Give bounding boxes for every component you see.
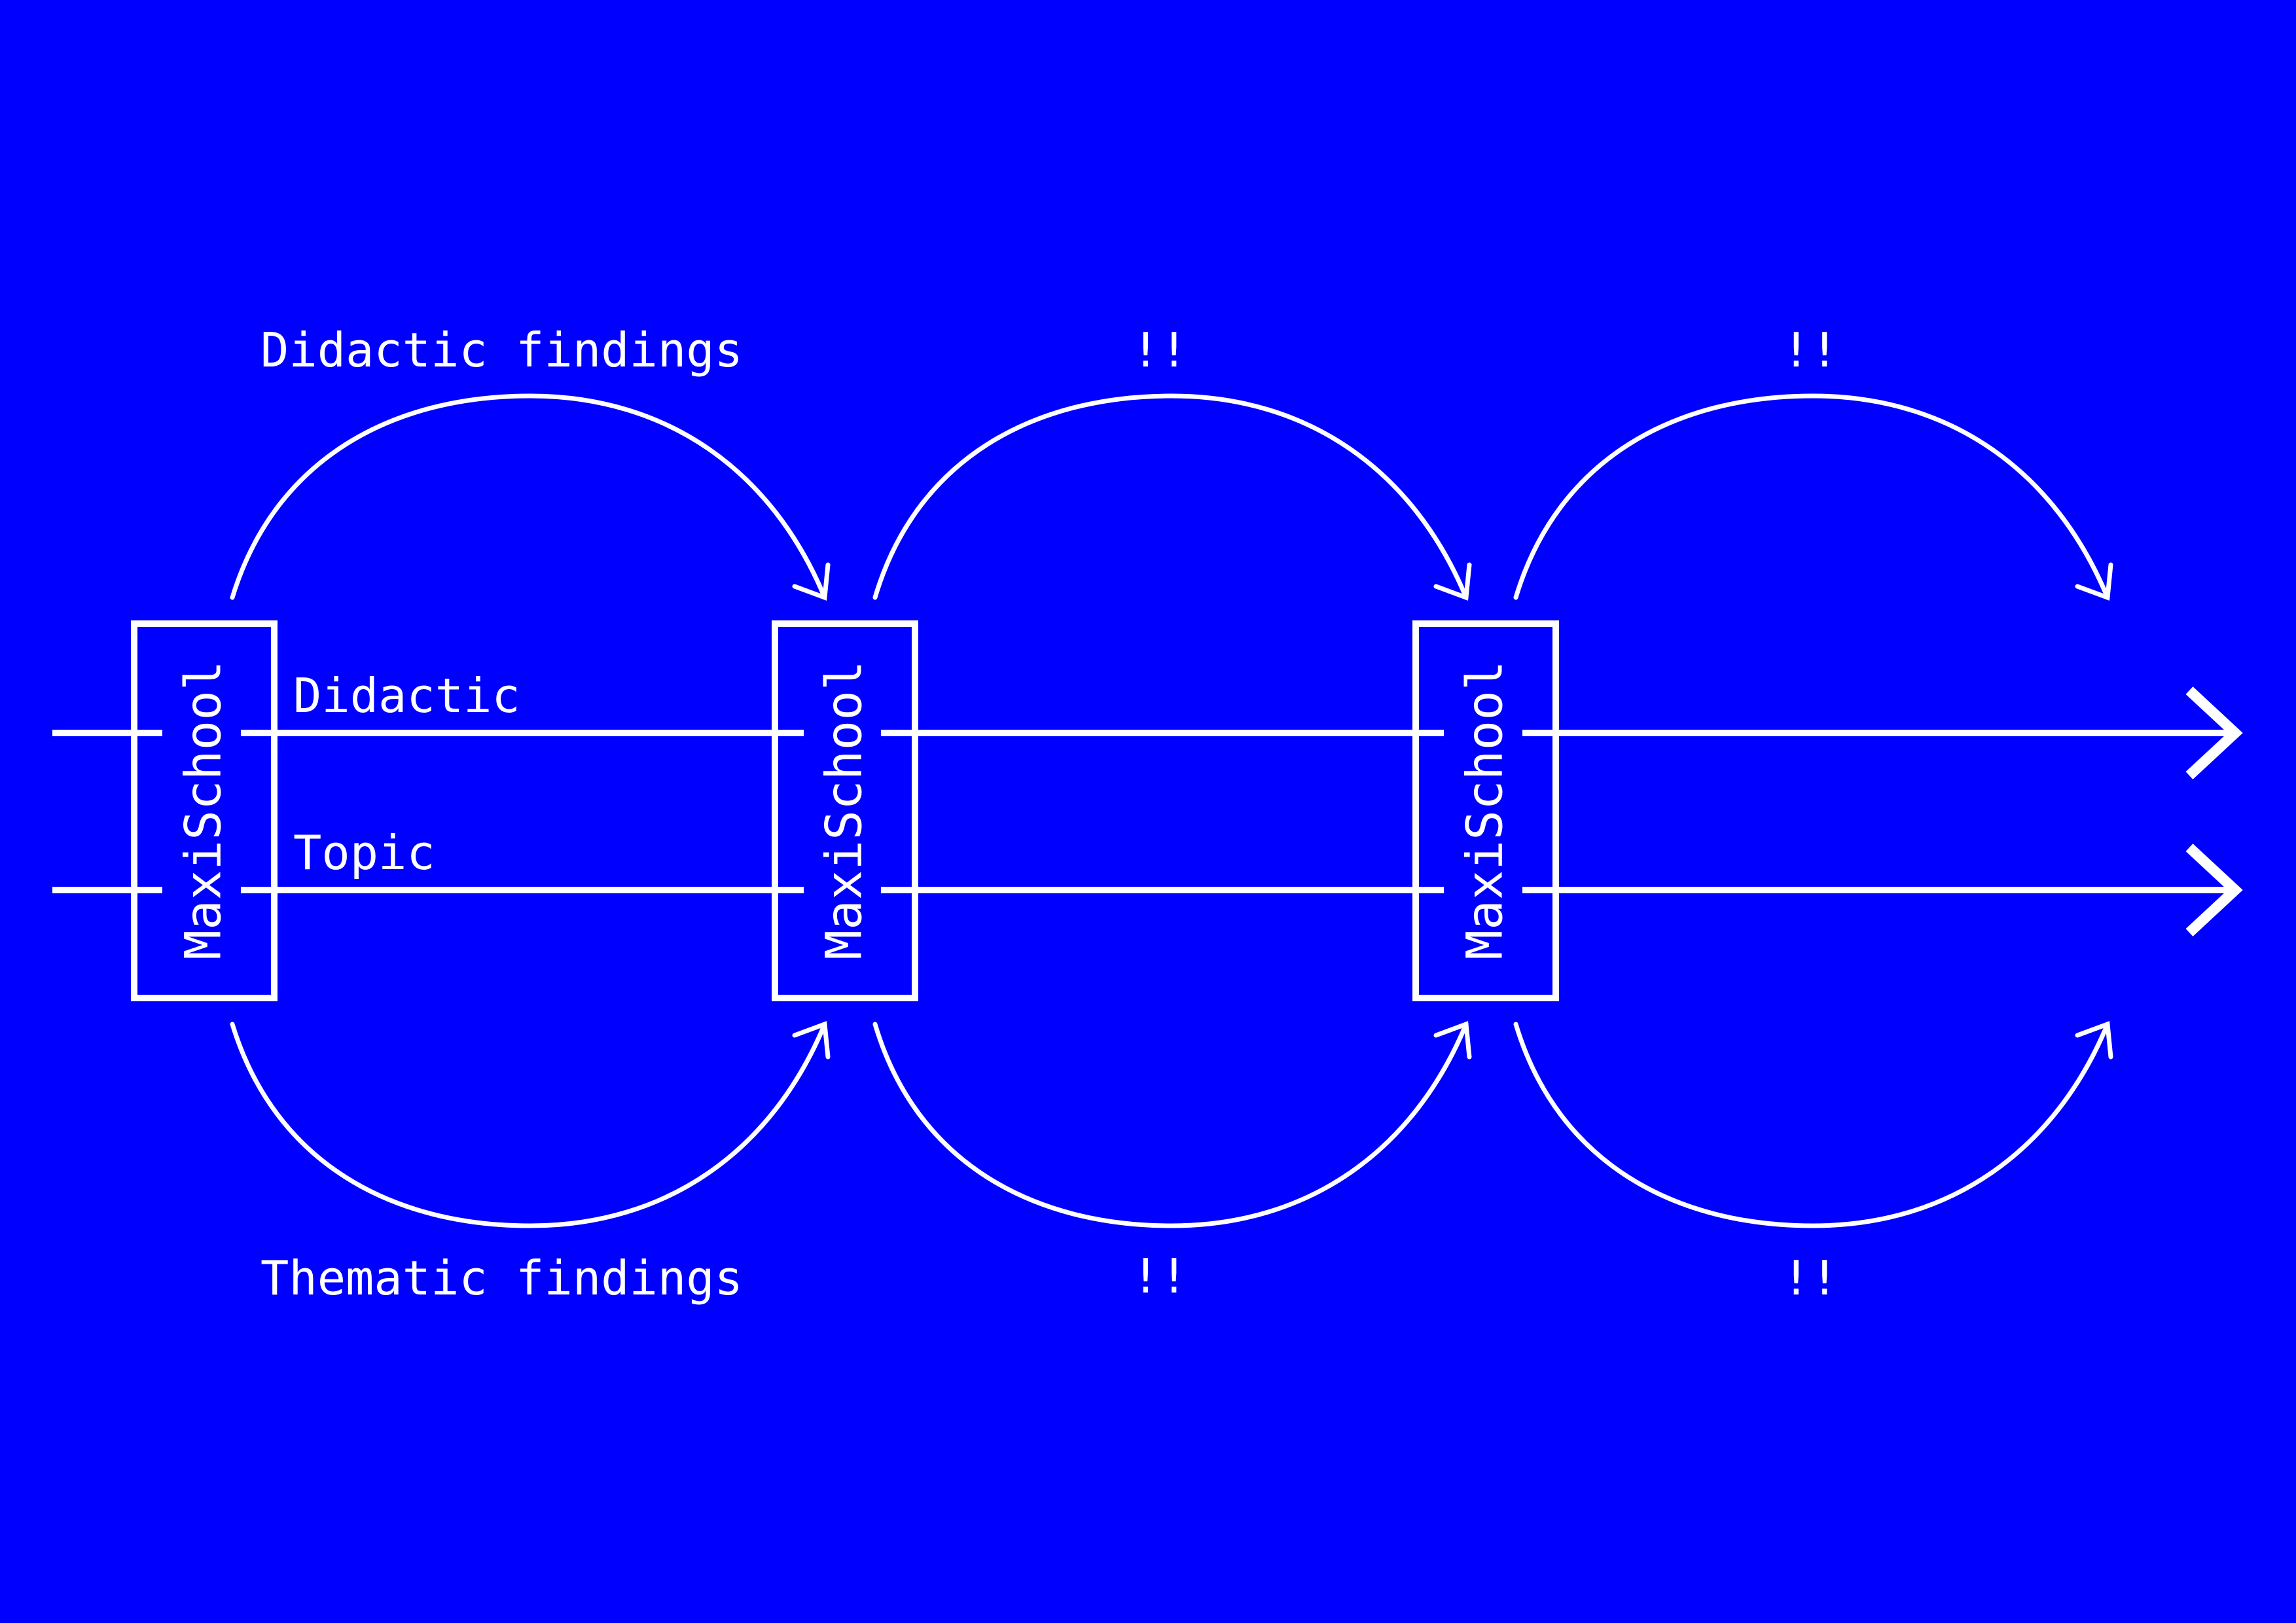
top-arc-label: !! <box>1782 323 1839 378</box>
didactic-arrowhead <box>2185 687 2243 779</box>
maxischool-box: MaxiSchool <box>772 620 918 1001</box>
maxischool-box-label: MaxiSchool <box>815 660 873 960</box>
maxischool-box: MaxiSchool <box>131 620 278 1001</box>
bottom-arc-label: !! <box>1132 1249 1189 1304</box>
maxischool-box-label: MaxiSchool <box>1456 660 1514 960</box>
top-arc <box>1513 393 2113 601</box>
topic-line-label: Topic <box>293 825 435 880</box>
maxischool-box-label: MaxiSchool <box>174 660 232 960</box>
maxischool-box: MaxiSchool <box>1412 620 1559 1001</box>
didactic-line-label: Didactic <box>293 668 520 723</box>
topic-arrowhead <box>2185 844 2243 936</box>
bottom-arc <box>872 1021 1472 1228</box>
bottom-arc <box>1513 1021 2113 1228</box>
bottom-arc <box>230 1021 831 1228</box>
top-arc-label: !! <box>1132 323 1189 378</box>
didactic-line <box>52 687 2243 779</box>
bottom-arc-label: !! <box>1782 1251 1839 1306</box>
top-arc-label: Didactic findings <box>260 323 743 378</box>
top-arc <box>872 393 1472 601</box>
bottom-arc-label: Thematic findings <box>260 1251 743 1306</box>
top-arc <box>230 393 831 601</box>
topic-line <box>52 844 2243 936</box>
